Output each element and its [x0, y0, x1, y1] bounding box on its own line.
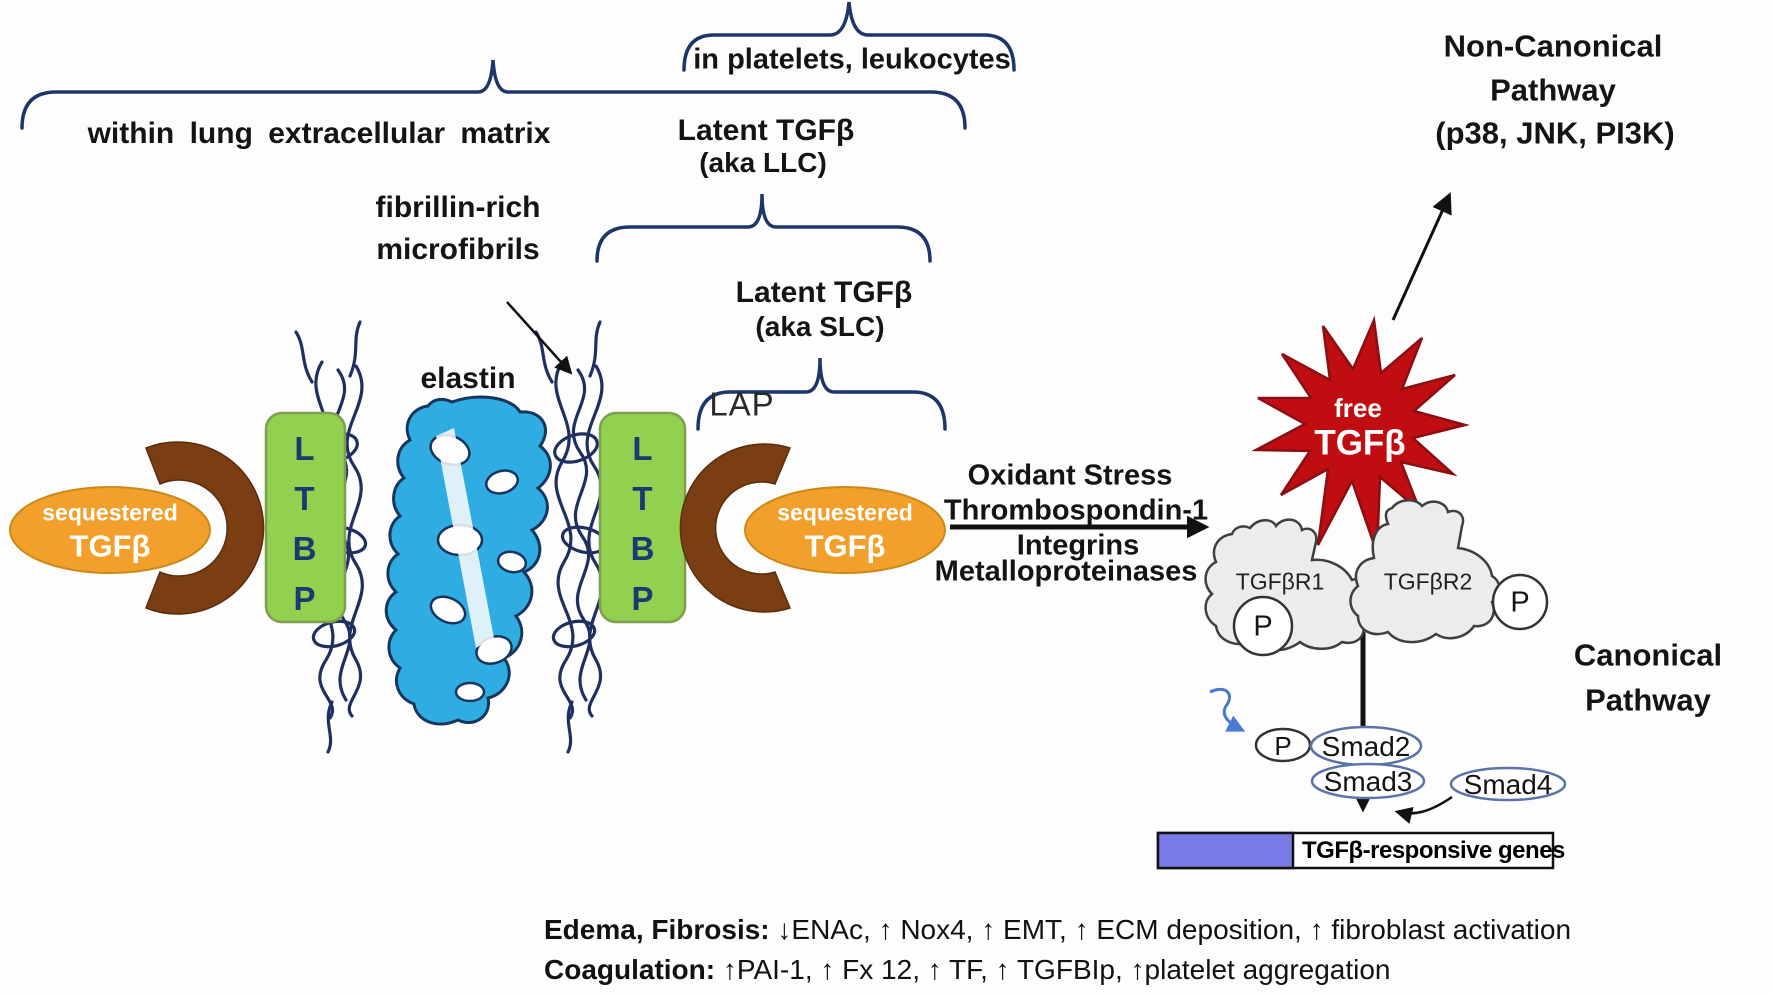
latent-slc-title: Latent TGFβ — [735, 276, 913, 309]
microfibrils-label: microfibrils — [376, 233, 540, 266]
tgfbr2-blob — [1349, 499, 1501, 644]
within-lung-ecm-label: within lung extracellular matrix — [87, 117, 551, 150]
latent-llc-title: Latent TGFβ — [677, 114, 855, 147]
phosphorylation-arrow — [1209, 687, 1246, 732]
non-canonical-line2: Pathway — [1490, 72, 1616, 108]
in-platelets-label: in platelets, leukocytes — [693, 43, 1011, 76]
elastin-blob — [384, 395, 552, 726]
non-canonical-arrow — [1391, 192, 1452, 321]
cascade-integrins: Integrins — [1016, 529, 1140, 562]
gene-box — [1156, 831, 1555, 870]
sequestered-tgfb-oval-left — [9, 486, 211, 574]
latent-slc-subtitle: (aka SLC) — [755, 311, 885, 342]
tgfbr2-label: TGFβR2 — [1383, 568, 1473, 595]
phospho-circle-r2 — [1491, 573, 1549, 631]
cascade-metalloproteinases: Metalloproteinases — [934, 555, 1198, 588]
smad2-label: Smad2 — [1321, 731, 1411, 762]
edema-fibrosis-label: Edema, Fibrosis: — [544, 914, 770, 945]
lap-crescent-left — [145, 441, 265, 615]
grouping-braces — [20, 1, 1016, 431]
brace-latent-slc — [696, 357, 947, 431]
free-tgfb-label: TGFβ — [1314, 423, 1406, 463]
ltbp-box-left — [264, 411, 347, 624]
cascade-oxidant-stress: Oxidant Stress — [967, 459, 1173, 492]
smad4-join-arrow — [1394, 795, 1453, 824]
coagulation-label: Coagulation: — [544, 954, 716, 985]
smad4-label: Smad4 — [1463, 769, 1553, 800]
tgfb-receptors — [1204, 499, 1549, 657]
edema-fibrosis-line: Edema, Fibrosis: ↓ENAc, ↑ Nox4, ↑ EMT, ↑… — [544, 914, 1571, 946]
canonical-line1: Canonical — [1573, 637, 1723, 673]
phospho-label-r2: P — [1510, 586, 1530, 619]
phospho-label-smad: P — [1274, 731, 1292, 761]
coagulation-line: Coagulation: ↑PAI-1, ↑ Fx 12, ↑ TF, ↑ TG… — [544, 954, 1391, 986]
smad-complex — [1254, 725, 1567, 802]
fibrillin-rich-label: fibrillin-rich — [375, 191, 541, 224]
lap-crescent-right — [679, 443, 792, 613]
gene-promoter-segment — [1156, 831, 1295, 870]
tgfb-responsive-genes-label: TGFβ-responsive genes — [1302, 837, 1565, 864]
free-label: free — [1334, 393, 1382, 423]
brace-within-lung-ecm — [20, 59, 967, 130]
tgfb-label-right: TGFβ — [804, 528, 886, 564]
phospho-label-r1: P — [1253, 610, 1273, 643]
tgfbr1-label: TGFβR1 — [1235, 568, 1325, 595]
brace-latent-llc — [595, 193, 932, 263]
edema-fibrosis-text: ↓ENAc, ↑ Nox4, ↑ EMT, ↑ ECM deposition, … — [769, 914, 1572, 945]
ltbp-label-left: LTBP — [286, 430, 323, 630]
elastin-label: elastin — [420, 362, 516, 395]
brace-in-platelets — [682, 1, 1016, 72]
phospho-circle-r1 — [1232, 595, 1294, 657]
microfibril-bundle-right — [534, 320, 610, 754]
coagulation-text: ↑PAI-1, ↑ Fx 12, ↑ TF, ↑ TGFBIp, ↑platel… — [715, 954, 1391, 985]
sequestered-label-right: sequestered — [777, 499, 913, 526]
ltbp-label-right: LTBP — [624, 430, 661, 630]
canonical-line2: Pathway — [1585, 682, 1711, 718]
smad4-oval — [1449, 766, 1567, 802]
smad3-oval — [1310, 762, 1426, 800]
sequestered-tgfb-oval-right — [744, 486, 946, 574]
non-canonical-line3: (p38, JNK, PI3K) — [1435, 115, 1675, 151]
non-canonical-line1: Non-Canonical — [1443, 28, 1663, 64]
tgfb-label-left: TGFβ — [69, 528, 151, 564]
fibrillin-pointer-arrow — [506, 301, 573, 375]
sequestered-label-left: sequestered — [42, 499, 178, 526]
latent-llc-subtitle: (aka LLC) — [699, 147, 827, 178]
smad3-label: Smad3 — [1323, 766, 1413, 797]
lap-label: LAP — [709, 385, 775, 423]
elastin-highlight-streak — [436, 428, 494, 648]
cascade-thrombospondin: Thrombospondin-1 — [943, 494, 1209, 527]
